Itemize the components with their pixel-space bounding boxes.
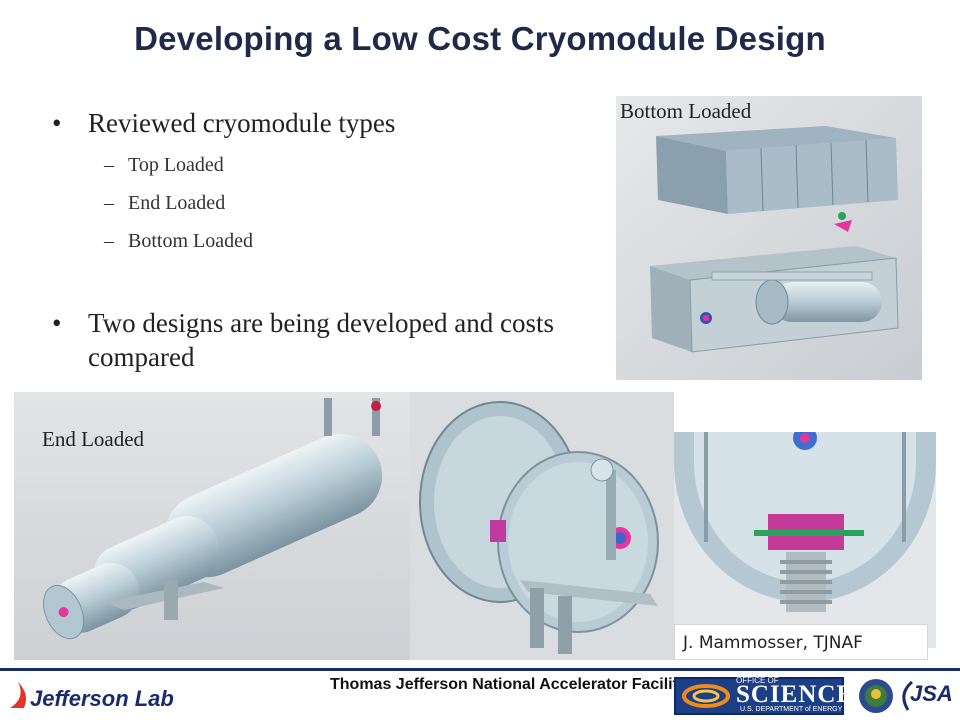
- office-of-text: OFFICE OF: [736, 676, 779, 685]
- bottom-loaded-label: Bottom Loaded: [620, 99, 752, 123]
- science-swirl-icon: [682, 684, 730, 708]
- doe-seal-icon: [859, 679, 893, 713]
- jefferson-lab-logo-icon: [10, 682, 26, 708]
- end-loaded-cutaway-image: [410, 392, 674, 660]
- end-cap-image: [674, 432, 936, 648]
- subitem-end-loaded: End Loaded: [52, 190, 572, 216]
- jsa-swoosh-icon: [902, 680, 914, 711]
- footer-divider: [0, 668, 960, 671]
- jsa-logo: JSA: [910, 681, 953, 706]
- end-loaded-image: [14, 392, 410, 660]
- bottom-loaded-image: [616, 96, 922, 380]
- subitem-bottom-loaded: Bottom Loaded: [52, 228, 572, 254]
- bullet-list: Reviewed cryomodule types Top Loaded End…: [52, 106, 572, 374]
- bullet-two-designs: Two designs are being developed and cost…: [52, 306, 572, 374]
- credit-label: J. Mammosser, TJNAF: [674, 624, 928, 660]
- office-of-science-logo: [674, 677, 844, 715]
- subitem-top-loaded: Top Loaded: [52, 152, 572, 178]
- doe-text: U.S. DEPARTMENT of ENERGY: [740, 706, 843, 713]
- lab-name: Thomas Jefferson National Accelerator Fa…: [330, 676, 687, 693]
- slide-title: Developing a Low Cost Cryomodule Design: [134, 20, 826, 57]
- science-text: SCIENCE: [736, 681, 855, 708]
- bullet-reviewed: Reviewed cryomodule types: [52, 106, 572, 140]
- jefferson-lab-logo: Jefferson Lab: [30, 686, 174, 711]
- end-loaded-label: End Loaded: [42, 427, 145, 451]
